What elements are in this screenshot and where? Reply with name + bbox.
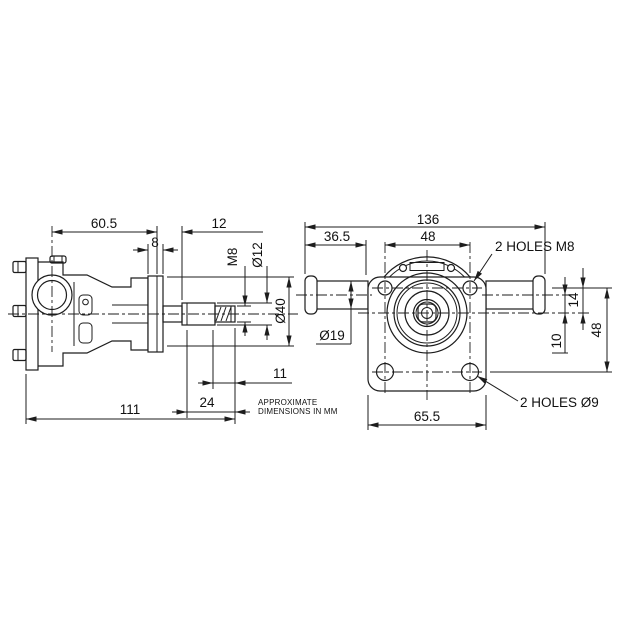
dim-48-right-label: 48 (589, 322, 604, 337)
dim-m8-label: M8 (225, 248, 240, 267)
dim-111-label: 111 (120, 402, 141, 417)
side-view-dimensions: 60.5 12 8 M8 (25, 216, 294, 424)
dim-d12-label: Ø12 (250, 242, 265, 268)
dim-10-label: 10 (549, 333, 564, 348)
front-view: 136 36.5 48 2 HOLES M8 Ø19 (296, 212, 612, 430)
dim-11-label: 11 (273, 366, 287, 381)
pump-body-side (31, 255, 149, 367)
drawing-note: APPROXIMATE DIMENSIONS IN MM (258, 398, 338, 416)
note-line1: APPROXIMATE (258, 398, 317, 407)
dim-14-label: 14 (566, 292, 581, 308)
front-view-dimensions: 136 36.5 48 2 HOLES M8 Ø19 (304, 212, 612, 430)
dim-136-label: 136 (417, 212, 440, 227)
note-line2: DIMENSIONS IN MM (258, 407, 338, 416)
dome-screw-right (446, 263, 456, 273)
label-2-holes-m8: 2 HOLES M8 (495, 239, 575, 254)
dim-48-top-label: 48 (420, 229, 435, 244)
front-view-centerlines (296, 242, 592, 400)
dim-d40-label: Ø40 (273, 298, 288, 324)
dome-screw-left (398, 263, 408, 273)
dim-36-5-label: 36.5 (324, 229, 350, 244)
side-view: 60.5 12 8 M8 (8, 216, 298, 424)
dim-24-label: 24 (199, 395, 215, 410)
dim-65-5-label: 65.5 (414, 409, 440, 424)
label-2-holes-d9: 2 HOLES Ø9 (520, 395, 599, 410)
side-view-centerlines (8, 226, 298, 352)
cam-screw (82, 298, 89, 306)
dim-d19-label: Ø19 (319, 328, 345, 343)
dim-8-label: 8 (151, 235, 159, 250)
cam-slot-upper (78, 294, 93, 316)
cam-slot-lower (78, 322, 93, 344)
dim-12-label: 12 (211, 216, 226, 231)
dim-60-5-label: 60.5 (91, 216, 117, 231)
top-screw (49, 255, 67, 264)
